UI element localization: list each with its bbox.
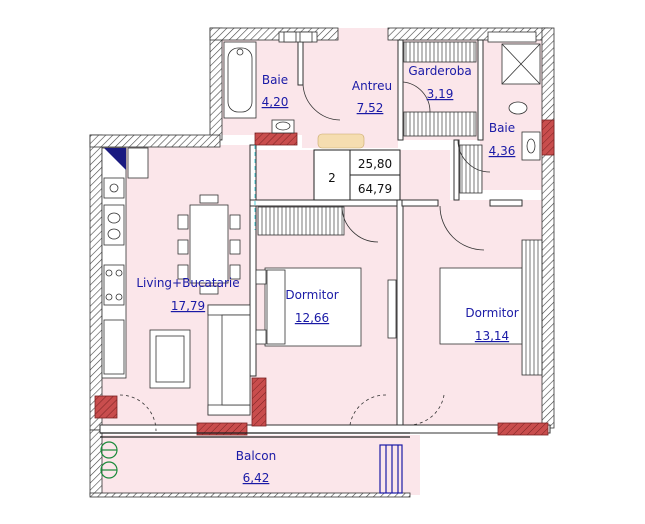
total-area: 64,79	[358, 182, 392, 196]
room-name-antreu: Antreu	[352, 79, 392, 93]
room-name-garderoba: Garderoba	[408, 64, 471, 78]
room-area-garderoba: 3,19	[427, 87, 454, 101]
toilet-icon	[278, 31, 318, 43]
door-swings	[119, 81, 491, 432]
dining-table-icon	[177, 194, 241, 295]
room-name-balcon: Balcon	[236, 449, 276, 463]
wardrobe-1-icon	[257, 206, 345, 236]
room-area-dormitor-1: 12,66	[295, 311, 329, 325]
toilet-right-icon	[508, 101, 541, 161]
desk-1-icon	[387, 279, 397, 339]
living-area: 25,80	[358, 157, 392, 171]
brick-walls	[94, 119, 555, 436]
apartment-number: 2	[328, 171, 336, 185]
area-summary-box	[313, 149, 401, 201]
entrance-mat	[317, 133, 365, 149]
room-name-living: Living+Bucatarie	[136, 276, 239, 290]
room-name-baie-right: Baie	[489, 121, 515, 135]
room-area-balcon: 6,42	[243, 471, 270, 485]
room-name-baie-top: Baie	[262, 73, 288, 87]
sofa-icon	[207, 304, 251, 416]
rug-icon	[149, 329, 191, 389]
ventilation-icon	[100, 441, 118, 479]
room-area-antreu: 7,52	[357, 101, 384, 115]
fridge-icon	[104, 148, 126, 170]
room-area-dormitor-2: 13,14	[475, 329, 509, 343]
bathtub-icon	[223, 41, 257, 119]
bed-1-icon	[255, 267, 362, 347]
room-name-dormitor-2: Dormitor	[465, 306, 518, 320]
room-area-living: 17,79	[171, 299, 205, 313]
shower-tray-icon	[487, 31, 541, 85]
interior-walls	[99, 39, 551, 434]
room-name-dormitor-1: Dormitor	[285, 288, 338, 302]
wardrobe-shelves	[403, 41, 483, 194]
room-area-baie-top: 4,20	[262, 95, 289, 109]
sink-icon	[271, 119, 295, 134]
wardrobe-2-icon	[521, 239, 543, 376]
balcony-rail	[100, 432, 410, 494]
room-area-baie-right: 4,36	[489, 144, 516, 158]
